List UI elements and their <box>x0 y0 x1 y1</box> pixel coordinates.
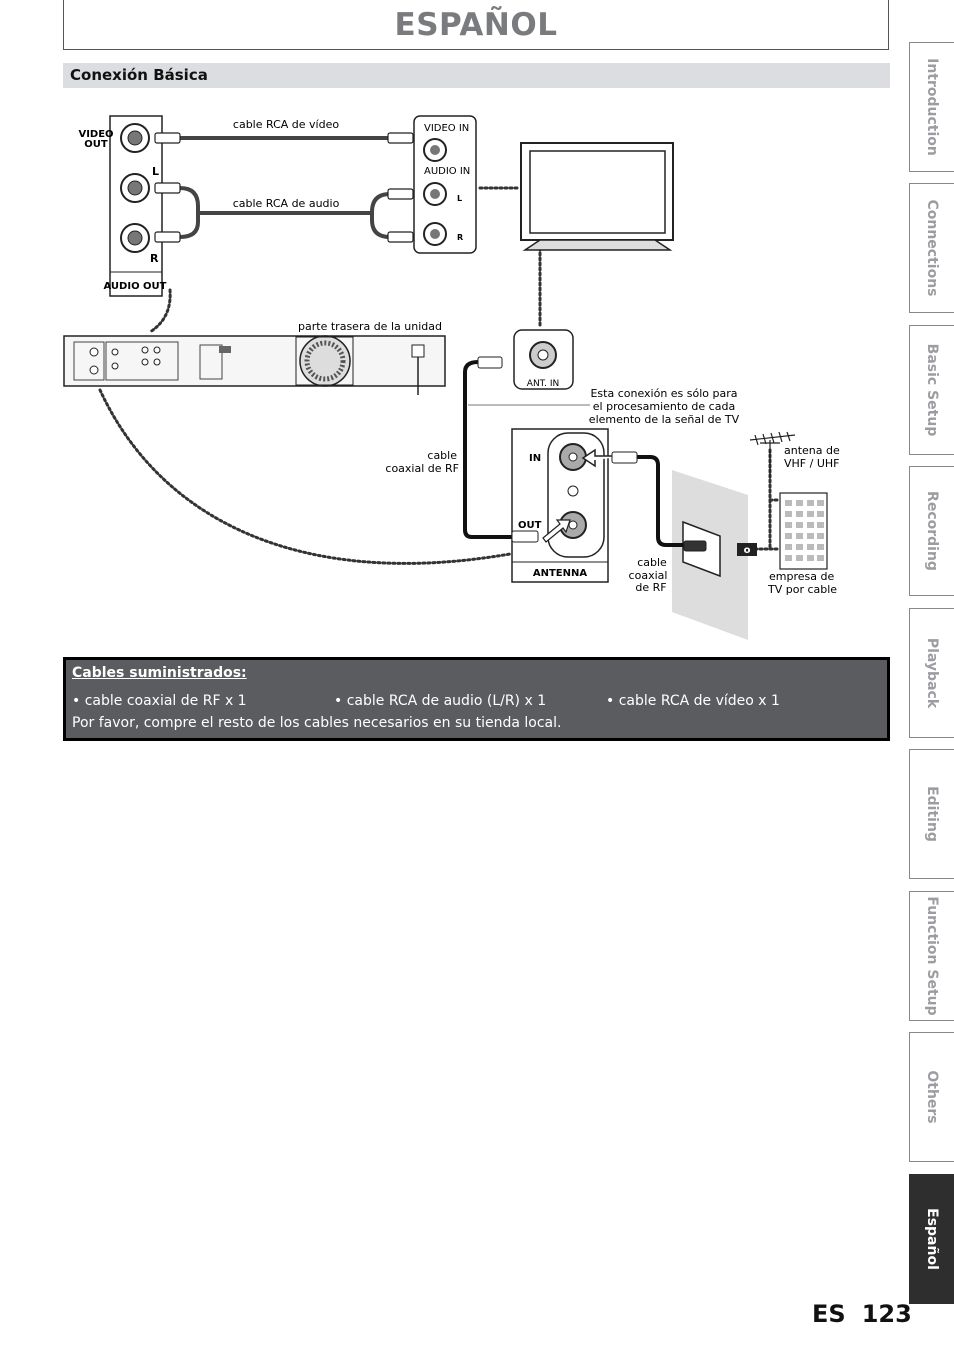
tab-label: Editing <box>924 786 940 842</box>
cables-supplied-box: Cables suministrados: • cable coaxial de… <box>63 657 890 741</box>
page-title: ESPAÑOL <box>394 7 558 43</box>
rear-unit-label: parte trasera de la unidad <box>298 320 442 333</box>
tab-playback[interactable]: Playback <box>909 608 954 738</box>
left-channel-label: L <box>152 165 159 178</box>
tv-input-panel <box>413 115 477 254</box>
video-out-label-1: VIDEO <box>78 129 113 140</box>
tab-basic-setup[interactable]: Basic Setup <box>909 325 954 455</box>
audio-out-label: AUDIO OUT <box>104 281 167 292</box>
cable-company-label-2: TV por cable <box>767 583 837 596</box>
wall-coax-label-1: cable <box>637 556 667 569</box>
tab-connections[interactable]: Connections <box>909 183 954 313</box>
audio-in-label: AUDIO IN <box>424 166 470 177</box>
antenna-panel <box>511 428 609 583</box>
tab-label: Español <box>924 1208 940 1270</box>
recorder-rear-panel <box>63 335 446 395</box>
coax-cable-label-1: cable <box>427 449 457 462</box>
wall-coax-label-2: coaxial <box>629 569 668 582</box>
right-channel-label: R <box>150 252 159 265</box>
cables-note: Por favor, compre el resto de los cables… <box>72 715 562 731</box>
output-panel <box>109 115 163 297</box>
ant-in-jack <box>513 329 574 390</box>
tab-function-setup[interactable]: Function Setup <box>909 891 954 1021</box>
tab-introduction[interactable]: Introduction <box>909 42 954 172</box>
title-box: ESPAÑOL <box>63 0 889 50</box>
video-in-label: VIDEO IN <box>424 123 469 134</box>
wall-coax-label-3: de RF <box>635 581 666 594</box>
audio-in-left-label: L <box>457 194 462 203</box>
or-badge: o <box>744 545 751 556</box>
tab-editing[interactable]: Editing <box>909 749 954 879</box>
coax-cable-label-2: coaxial de RF <box>385 462 459 475</box>
cable-item-audio: • cable RCA de audio (L/R) x 1 <box>334 693 547 709</box>
antenna-panel-label: ANTENNA <box>533 568 587 579</box>
note-line-1: Esta conexión es sólo para <box>590 387 737 400</box>
video-out-label-2: OUT <box>84 139 108 150</box>
antenna-vhf-label-1: antena de <box>784 444 840 457</box>
cable-item-coax: • cable coaxial de RF x 1 <box>72 693 247 709</box>
out-label: OUT <box>518 520 542 531</box>
antenna-vhf-label-2: VHF / UHF <box>784 457 839 470</box>
cable-company-building-icon <box>779 492 828 570</box>
language-code: ES <box>812 1300 846 1328</box>
tv-icon <box>520 142 674 251</box>
rca-audio-cable-label: cable RCA de audio <box>233 197 340 210</box>
in-label: IN <box>529 453 541 464</box>
page-number: ES 123 <box>812 1300 912 1328</box>
cable-company-label-1: empresa de <box>769 570 834 583</box>
tab-espanol[interactable]: Español <box>909 1174 954 1304</box>
cable-item-video: • cable RCA de vídeo x 1 <box>606 693 780 709</box>
tab-recording[interactable]: Recording <box>909 466 954 596</box>
audio-in-right-label: R <box>457 233 463 242</box>
page-number-value: 123 <box>861 1300 912 1328</box>
connection-diagram: VIDEO OUT L R AUDIO OUT cable RCA de víd… <box>63 115 840 640</box>
note-line-3: elemento de la señal de TV <box>589 413 740 426</box>
cables-title: Cables suministrados: <box>72 665 247 681</box>
section-header: Conexión Básica <box>63 63 890 88</box>
tab-label: Function Setup <box>924 896 940 1016</box>
ant-in-label: ANT. IN <box>527 379 559 389</box>
tab-label: Others <box>924 1070 940 1124</box>
note-line-2: el procesamiento de cada <box>593 400 735 413</box>
tab-others[interactable]: Others <box>909 1032 954 1162</box>
vhf-uhf-antenna-icon <box>749 431 796 478</box>
section-title: Conexión Básica <box>70 66 208 84</box>
rca-video-cable-label: cable RCA de vídeo <box>233 118 339 131</box>
